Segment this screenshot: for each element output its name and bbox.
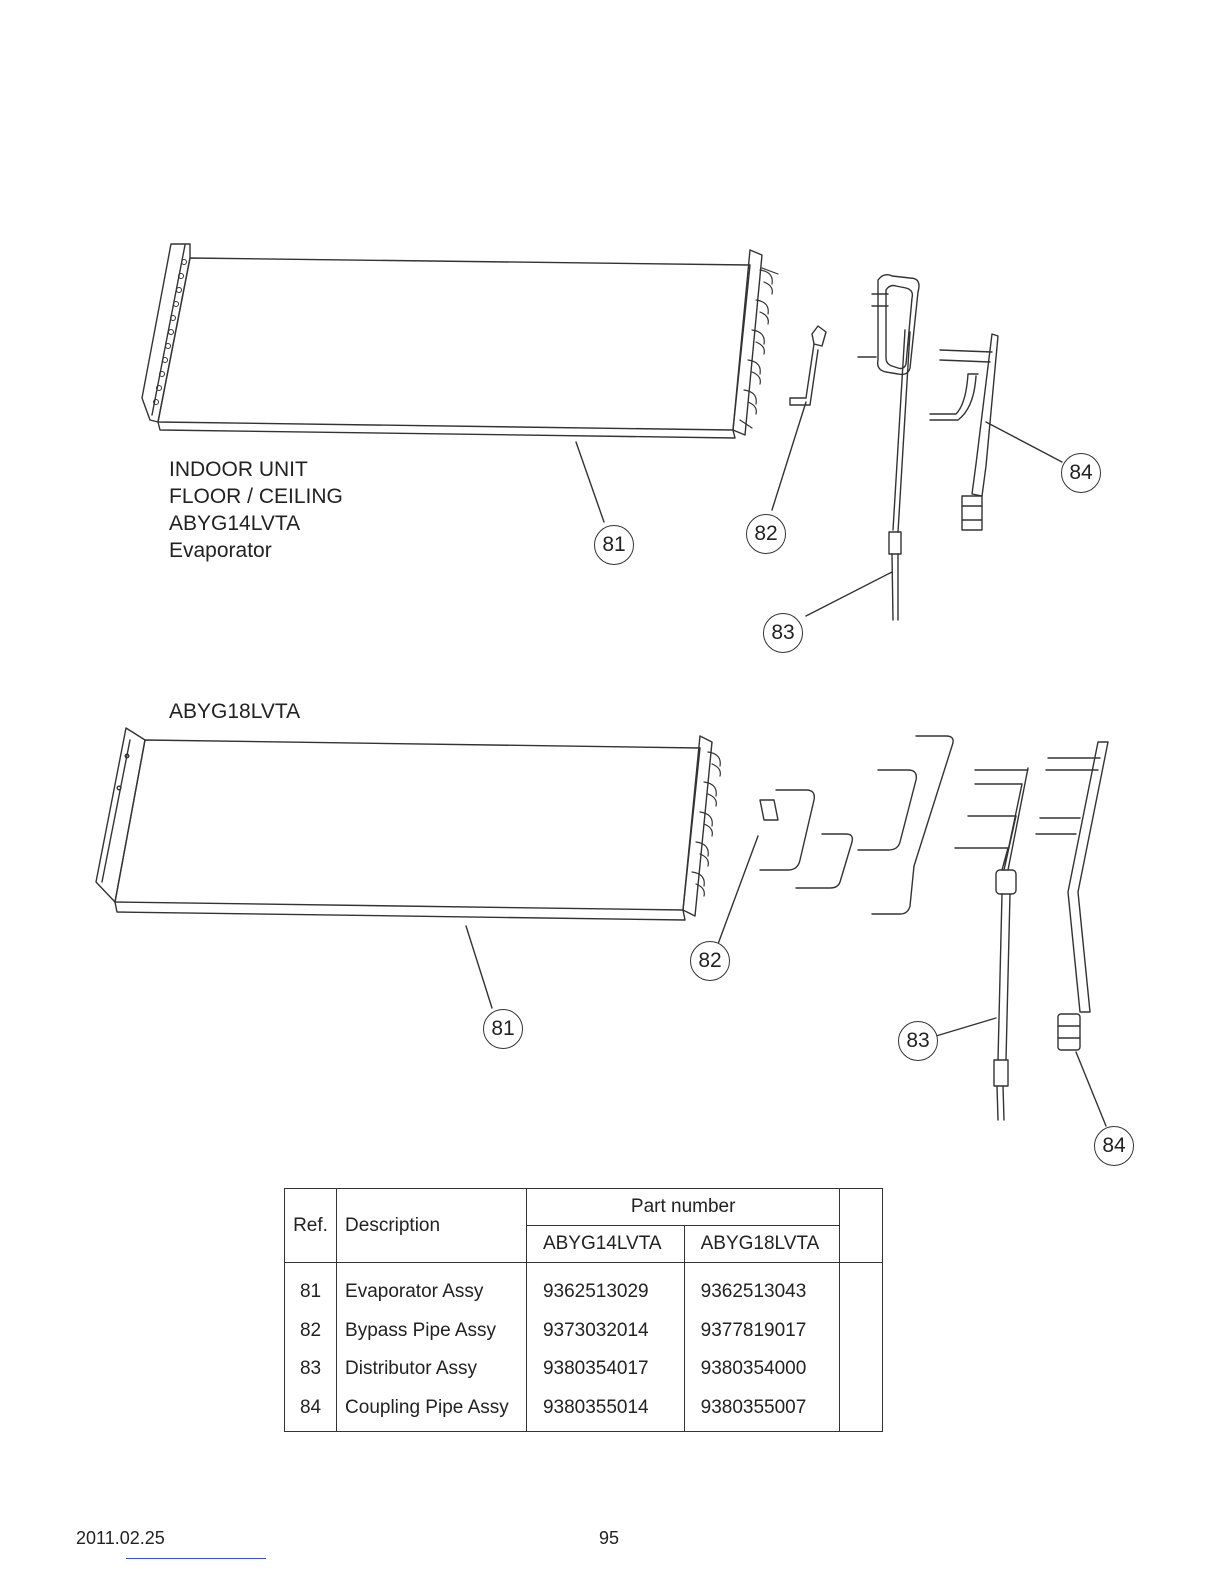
evaporator-18-drawing: [95, 727, 721, 1009]
cell-pn-18: 9380354000: [683, 1350, 841, 1389]
table-row: 84 Coupling Pipe Assy 9380355014 9380355…: [283, 1388, 883, 1432]
balloon-83-lower: 83: [898, 1021, 938, 1061]
cell-blank: [839, 1388, 883, 1432]
table-row: 82 Bypass Pipe Assy 9373032014 937781901…: [283, 1311, 883, 1350]
fin-holes-left: [153, 259, 187, 405]
balloon-82-lower: 82: [690, 941, 730, 981]
footer-rule: [126, 1558, 266, 1559]
footer-date: 2011.02.25: [76, 1528, 165, 1548]
cell-ref: 83: [283, 1350, 338, 1389]
header-ref: Ref.: [283, 1188, 338, 1263]
balloon-83-upper: 83: [763, 613, 803, 653]
cell-description: Bypass Pipe Assy: [336, 1311, 527, 1350]
table-row: 83 Distributor Assy 9380354017 938035400…: [283, 1350, 883, 1389]
cell-pn-18: 9380355007: [683, 1388, 841, 1432]
cell-pn-18: 9377819017: [683, 1311, 841, 1350]
return-bends-14: [739, 267, 779, 429]
coupling-pipe-18-drawing: [1035, 741, 1109, 1127]
bypass-pipe-18-drawing: [717, 735, 954, 945]
balloon-82-upper: 82: [746, 514, 786, 554]
page-number: 95: [599, 1528, 620, 1548]
balloon-81-upper: 81: [594, 525, 634, 565]
header-part-number: Part number: [525, 1188, 841, 1226]
cell-pn-14: 9373032014: [525, 1311, 685, 1350]
distributor-14-drawing: [805, 273, 920, 621]
cell-pn-14: 9362513029: [525, 1262, 685, 1312]
caption-line-2: FLOOR / CEILING: [169, 485, 343, 508]
balloon-84-upper: 84: [1061, 453, 1101, 493]
cell-ref: 82: [283, 1311, 338, 1350]
caption-line-3: ABYG14LVTA: [169, 512, 301, 535]
header-description: Description: [336, 1188, 527, 1263]
cell-description: Evaporator Assy: [336, 1262, 527, 1312]
cell-pn-18: 9362513043: [683, 1262, 841, 1312]
evaporator-14-drawing: [141, 243, 779, 523]
cell-blank: [839, 1262, 883, 1312]
cell-blank: [839, 1350, 883, 1389]
caption-line-4: Evaporator: [169, 539, 272, 562]
bypass-pipe-14-drawing: [771, 325, 827, 511]
cell-description: Coupling Pipe Assy: [336, 1388, 527, 1432]
cell-ref: 84: [283, 1388, 338, 1432]
balloon-81-lower: 81: [483, 1009, 523, 1049]
header-model-14: ABYG14LVTA: [525, 1225, 685, 1263]
cell-blank: [839, 1311, 883, 1350]
caption-abyg18: ABYG18LVTA: [169, 700, 301, 723]
exploded-view-drawing: [95, 243, 1109, 1127]
cell-ref: 81: [283, 1262, 338, 1312]
header-model-18: ABYG18LVTA: [683, 1225, 841, 1263]
cell-pn-14: 9380355014: [525, 1388, 685, 1432]
distributor-18-drawing: [935, 767, 1029, 1121]
cell-pn-14: 9380354017: [525, 1350, 685, 1389]
header-blank: [839, 1188, 883, 1263]
coupling-pipe-14-drawing: [929, 333, 1063, 531]
table-row: 81 Evaporator Assy 9362513029 9362513043: [283, 1262, 883, 1312]
caption-line-1: INDOOR UNIT: [169, 458, 308, 481]
balloon-84-lower: 84: [1094, 1126, 1134, 1166]
return-bends-18: [691, 751, 721, 897]
cell-description: Distributor Assy: [336, 1350, 527, 1389]
parts-table: Ref. Description Part number ABYG14LVTA …: [283, 1188, 883, 1432]
